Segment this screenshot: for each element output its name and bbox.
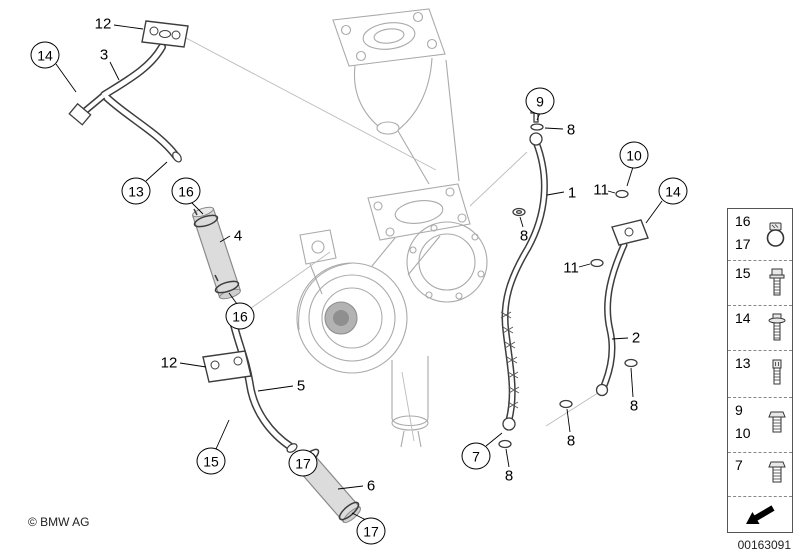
sidebar-group-14: 14 (728, 306, 792, 351)
callout-17-upper[interactable]: 17 (288, 449, 318, 477)
callout-14-right[interactable]: 14 (658, 177, 688, 205)
callout-8-b[interactable]: 8 (519, 227, 529, 245)
socket-head-screw-icon (772, 359, 782, 385)
hex-bolt-icon (769, 268, 785, 296)
callout-8-e[interactable]: 8 (504, 467, 514, 485)
sidebar-item-15[interactable]: 15 (735, 265, 751, 281)
callout-16-upper[interactable]: 16 (171, 177, 201, 205)
callout-6[interactable]: 6 (366, 477, 376, 495)
callout-13[interactable]: 13 (121, 177, 151, 205)
washers-and-bolts (498, 106, 638, 449)
copyright-text: © BMW AG (28, 515, 90, 529)
banjo-bolt-icon (768, 411, 786, 433)
callout-16-lower[interactable]: 16 (225, 302, 255, 330)
callout-9[interactable]: 9 (525, 87, 555, 115)
sidebar-item-10[interactable]: 10 (735, 425, 751, 441)
leader-lines (55, 24, 663, 521)
callout-11-upper[interactable]: 11 (593, 181, 609, 199)
sidebar-group-clamps: 16 17 (728, 209, 792, 261)
sidebar-group-9-10: 9 10 (728, 398, 792, 453)
banjo-bolt-icon (768, 461, 786, 482)
turbocharger-ghost (296, 8, 488, 448)
callout-10[interactable]: 10 (619, 141, 649, 169)
sidebar-group-arrow (728, 497, 792, 535)
callout-11-lower[interactable]: 11 (563, 259, 579, 277)
construction-lines (185, 37, 602, 442)
callout-4[interactable]: 4 (233, 227, 243, 245)
callout-3[interactable]: 3 (99, 46, 109, 64)
callout-17-lower[interactable]: 17 (356, 517, 386, 545)
callout-8-d[interactable]: 8 (566, 432, 576, 450)
sidebar-item-14[interactable]: 14 (735, 310, 751, 326)
hose-clamp-icon (766, 222, 785, 247)
oil-return-line-2 (595, 219, 649, 397)
callout-1[interactable]: 1 (567, 184, 577, 202)
oil-return-pipe-5 (202, 316, 298, 453)
callout-15[interactable]: 15 (196, 447, 226, 475)
callout-12-lower[interactable]: 12 (160, 354, 178, 372)
flange-bolt-icon (768, 313, 786, 341)
direction-arrow-icon (746, 505, 775, 524)
callout-14-left[interactable]: 14 (30, 41, 60, 69)
sidebar-group-15: 15 (728, 261, 792, 306)
callout-5[interactable]: 5 (296, 377, 306, 395)
hose-clamps-16 (193, 208, 240, 294)
callout-8-c[interactable]: 8 (629, 397, 639, 415)
callout-12-top[interactable]: 12 (94, 15, 112, 33)
callout-7[interactable]: 7 (461, 442, 491, 470)
sidebar-group-7: 7 (728, 453, 792, 497)
sidebar-item-9[interactable]: 9 (735, 402, 743, 418)
fasteners-panel: 16 17 15 14 (727, 208, 793, 533)
callout-8-a[interactable]: 8 (566, 121, 576, 139)
sidebar-group-13: 13 (728, 351, 792, 398)
callout-2[interactable]: 2 (631, 329, 641, 347)
sidebar-item-13[interactable]: 13 (735, 355, 751, 371)
sidebar-item-7[interactable]: 7 (735, 457, 743, 473)
sidebar-item-16[interactable]: 16 (735, 213, 751, 229)
oil-supply-line-1 (500, 132, 548, 431)
sidebar-item-17[interactable]: 17 (735, 236, 751, 252)
drawing-number: 00163091 (737, 538, 791, 552)
oil-return-pipe-3 (68, 20, 189, 163)
